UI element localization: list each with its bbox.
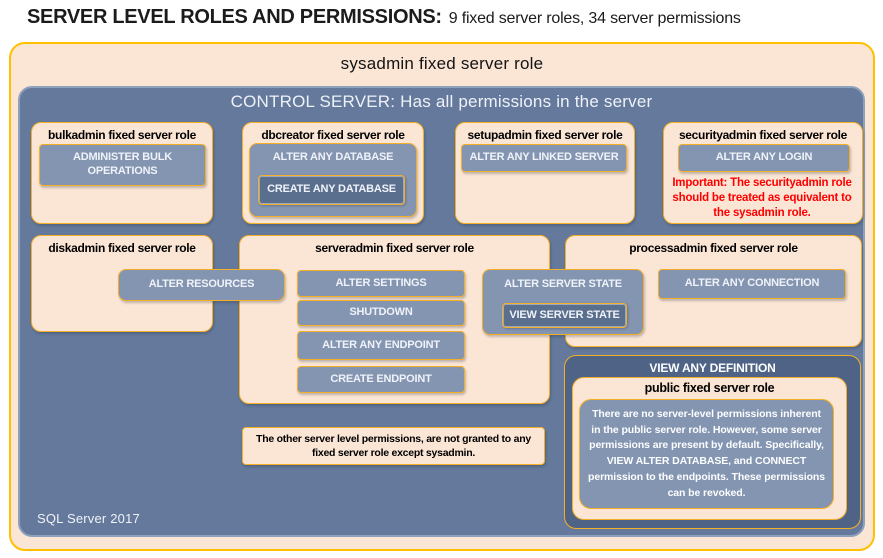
permission-alter-any-login: ALTER ANY LOGIN	[678, 144, 850, 172]
permission-shutdown: SHUTDOWN	[297, 300, 465, 326]
public-role-description: There are no server-level permissions in…	[579, 399, 834, 509]
permission-alter-any-database: ALTER ANY DATABASE CREATE ANY DATABASE	[249, 143, 417, 217]
permission-create-endpoint: CREATE ENDPOINT	[297, 366, 465, 393]
page-title-main: SERVER LEVEL ROLES AND PERMISSIONS:	[27, 6, 442, 28]
view-any-definition-label: VIEW ANY DEFINITION	[649, 361, 776, 375]
role-title-diskadmin: diskadmin fixed server role	[48, 241, 196, 255]
role-title-processadmin: processadmin fixed server role	[629, 241, 798, 255]
other-permissions-note: The other server level permissions, are …	[242, 427, 545, 465]
permission-alter-resources: ALTER RESOURCES	[118, 269, 285, 301]
permission-alter-any-database-label: ALTER ANY DATABASE	[272, 151, 394, 163]
role-title-serveradmin: serveradmin fixed server role	[315, 241, 474, 255]
role-title-setupadmin: setupadmin fixed server role	[467, 128, 623, 142]
permission-create-any-database: CREATE ANY DATABASE	[258, 175, 405, 205]
public-role-title: public fixed server role	[644, 381, 775, 395]
permission-alter-any-connection: ALTER ANY CONNECTION	[658, 269, 846, 299]
view-any-definition-box: VIEW ANY DEFINITION public fixed server …	[564, 355, 861, 529]
securityadmin-warning: Important: The securityadmin role should…	[672, 177, 852, 219]
version-label: SQL Server 2017	[37, 511, 140, 526]
role-box-setupadmin: setupadmin fixed server role	[455, 122, 635, 224]
role-title-dbcreator: dbcreator fixed server role	[261, 128, 405, 142]
role-box-securityadmin: securityadmin fixed server role	[663, 122, 863, 224]
page-title-subtitle: 9 fixed server roles, 34 server permissi…	[448, 10, 741, 27]
permission-alter-server-state-label: ALTER SERVER STATE	[504, 278, 622, 290]
permission-alter-any-linked-server: ALTER ANY LINKED SERVER	[461, 144, 627, 172]
permission-alter-settings: ALTER SETTINGS	[297, 270, 465, 297]
permission-view-server-state: VIEW SERVER STATE	[502, 303, 627, 328]
permission-alter-any-endpoint: ALTER ANY ENDPOINT	[297, 331, 465, 360]
role-title-bulkadmin: bulkadmin fixed server role	[48, 128, 196, 142]
sysadmin-role-label: sysadmin fixed server role	[340, 54, 544, 73]
public-role-box: public fixed server role There are no se…	[572, 377, 847, 520]
page-title: SERVER LEVEL ROLES AND PERMISSIONS: 9 fix…	[27, 6, 741, 29]
permission-administer-bulk-operations: ADMINISTER BULK OPERATIONS	[39, 144, 206, 186]
role-title-securityadmin: securityadmin fixed server role	[678, 128, 848, 142]
control-server-label: CONTROL SERVER: Has all permissions in t…	[230, 92, 653, 111]
permission-alter-server-state: ALTER SERVER STATE VIEW SERVER STATE	[482, 269, 644, 335]
